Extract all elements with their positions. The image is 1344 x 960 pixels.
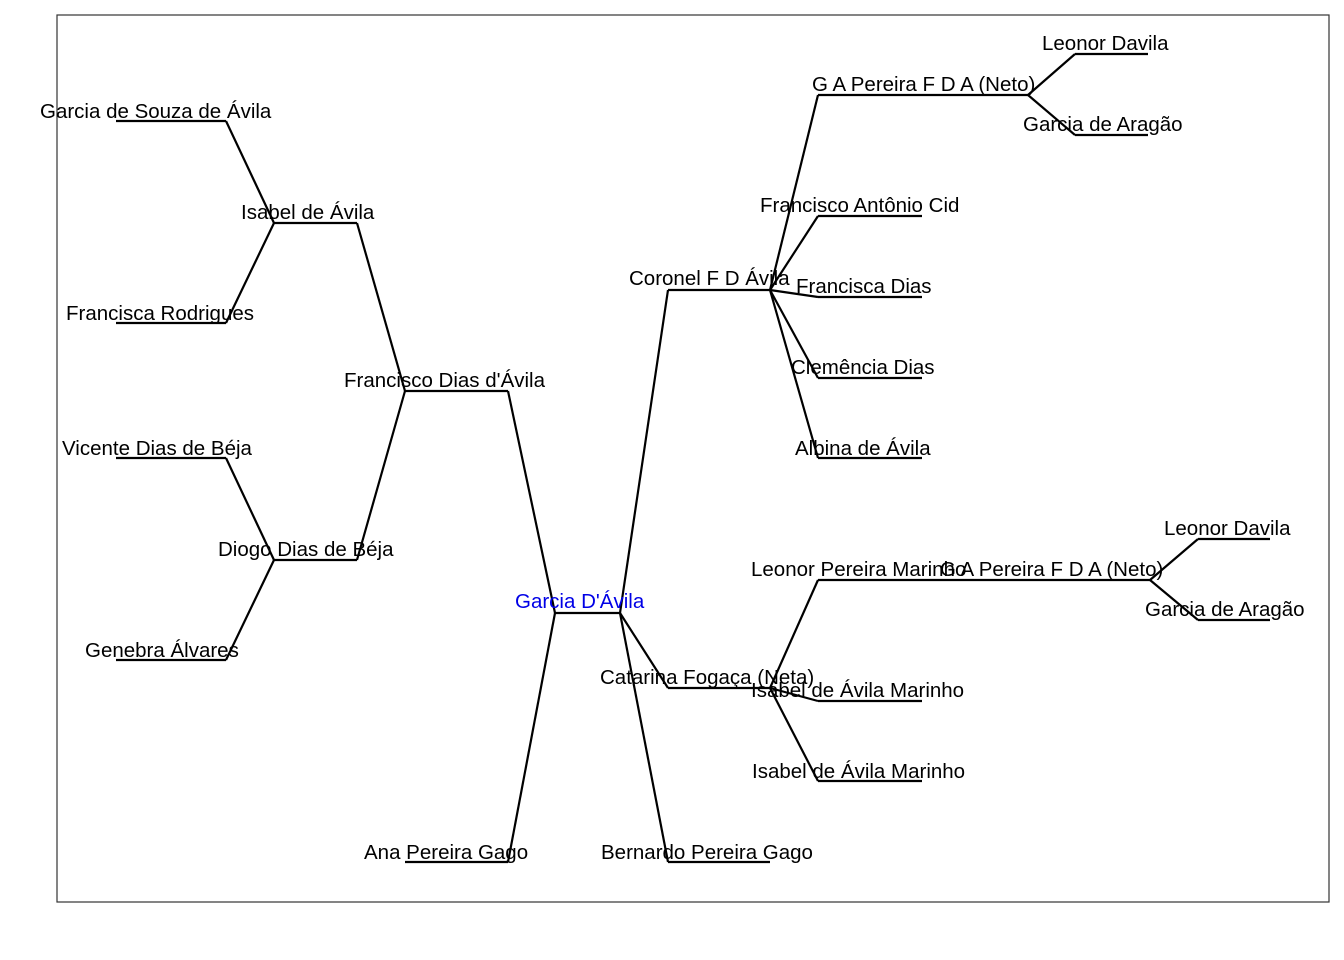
descendant-edge-c1 xyxy=(618,289,670,614)
person-label-c1e: Albina de Ávila xyxy=(795,437,931,460)
person-label-father: Francisco Dias d'Ávila xyxy=(344,369,546,392)
descendant-edge-c2a2 xyxy=(1149,579,1199,621)
ancestor-edge-fff xyxy=(225,120,275,224)
person-label-fmm: Genebra Álvares xyxy=(85,639,239,662)
ancestor-edge-mother xyxy=(506,612,557,863)
tree-edges xyxy=(116,52,1270,864)
descendant-edge-c1a xyxy=(768,94,820,291)
ancestor-edge-fmf xyxy=(225,457,275,561)
person-label-c1d: Clemência Dias xyxy=(791,356,935,379)
descendant-edge-c1c xyxy=(769,288,819,299)
descendant-edge-c1a1 xyxy=(1027,53,1076,96)
person-label-c1: Coronel F D Ávila xyxy=(629,267,790,290)
person-label-fff: Garcia de Souza de Ávila xyxy=(40,100,272,123)
descendant-edge-c2a1 xyxy=(1149,538,1199,581)
person-label-c3: Bernardo Pereira Gago xyxy=(601,841,813,864)
person-label-c2a: Leonor Pereira Marinho xyxy=(751,558,966,581)
descendant-edge-c1a2 xyxy=(1027,94,1076,136)
descendant-edge-c1d xyxy=(769,289,819,379)
person-label-ff: Isabel de Ávila xyxy=(241,201,375,224)
descendant-edge-c1b xyxy=(769,215,819,291)
person-label-c2a1: Leonor Davila xyxy=(1164,517,1291,540)
ancestor-edge-fm xyxy=(355,390,407,561)
person-label-root: Garcia D'Ávila xyxy=(515,590,645,613)
ancestor-edge-fmm xyxy=(225,559,275,661)
descendant-edge-c1e xyxy=(768,289,820,459)
person-label-c2: Catarina Fogaça (Neta) xyxy=(600,666,814,689)
ancestor-edge-father xyxy=(506,390,557,614)
person-label-ffm: Francisca Rodrigues xyxy=(66,302,254,325)
person-label-c2a2: Garcia de Aragão xyxy=(1145,598,1305,621)
person-label-c1a2: Garcia de Aragão xyxy=(1023,113,1183,136)
person-label-c2b: Isabel de Ávila Marinho xyxy=(751,679,964,702)
person-label-c1a1: Leonor Davila xyxy=(1042,32,1169,55)
person-label-c2a_s: G A Pereira F D A (Neto) xyxy=(940,558,1163,581)
person-label-c2c: Isabel de Ávila Marinho xyxy=(752,760,965,783)
descendant-edge-c2b xyxy=(769,686,819,703)
person-label-c1a: G A Pereira F D A (Neto) xyxy=(812,73,1035,96)
person-label-c1b: Francisco Antônio Cid xyxy=(760,194,959,217)
descendant-edge-c3 xyxy=(618,612,670,863)
ancestor-edge-ff xyxy=(355,222,407,392)
person-label-mother: Ana Pereira Gago xyxy=(364,841,528,864)
descendant-edge-c2 xyxy=(619,612,669,689)
ancestor-edge-ffm xyxy=(225,222,275,324)
plot-frame xyxy=(56,14,1330,903)
descendant-edge-c2a xyxy=(768,579,820,689)
tree-labels: Garcia D'Ávila Francisco Dias d'ÁvilaAna … xyxy=(40,32,1305,864)
descendant-edge-c2c xyxy=(769,687,819,782)
person-label-fmf: Vicente Dias de Béja xyxy=(62,437,253,460)
person-label-fm: Diogo Dias de Béja xyxy=(218,538,394,561)
person-label-c1c: Francisca Dias xyxy=(796,275,932,298)
